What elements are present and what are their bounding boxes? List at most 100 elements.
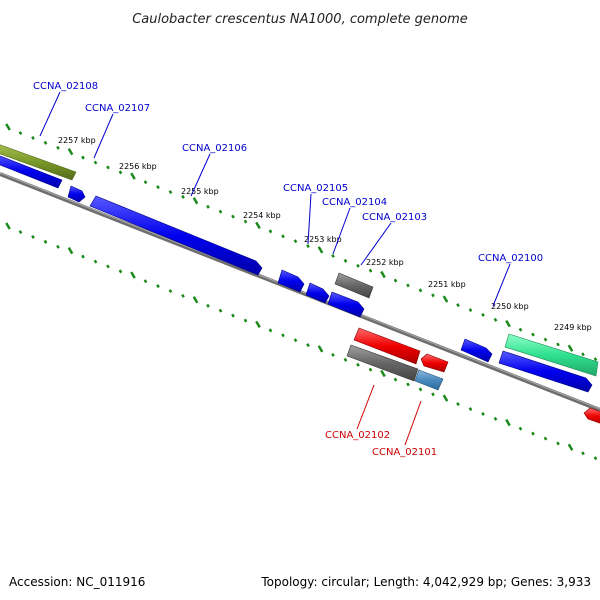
gene-labels: CCNA_02108 CCNA_02107 CCNA_02106 CCNA_02… [33,81,543,458]
gene-ccna-02104-a[interactable] [305,282,330,304]
gene-label[interactable]: CCNA_02103 [362,212,427,223]
major-tick [192,197,199,205]
gene-label[interactable]: CCNA_02107 [85,103,150,114]
gene-ccna-02101-steel[interactable] [414,369,444,391]
minor-tick [231,313,235,318]
gene-ccna-02102-red[interactable] [353,327,421,365]
minor-tick [168,289,173,293]
minor-tick [356,362,360,367]
major-tick [567,344,574,352]
tick-label: 2256 kbp [119,162,157,171]
minor-tick [418,387,423,392]
gene-ccna-02108[interactable] [0,143,77,181]
minor-tick [343,258,348,263]
minor-tick [581,352,585,357]
gene-ccna-02105[interactable] [277,269,305,293]
callout-line [332,207,351,255]
minor-tick [281,333,285,338]
minor-tick [106,165,110,170]
major-tick [317,246,324,254]
gene-ccna-02107-a[interactable] [0,154,63,189]
minor-tick [81,254,85,259]
minor-tick [593,357,598,362]
callout-line [39,91,61,137]
minor-tick [31,235,35,239]
minor-tick [243,318,248,323]
minor-tick [43,140,48,145]
minor-tick [293,239,298,244]
minor-tick [143,180,148,185]
minor-tick [206,303,210,308]
map-title: Caulobacter crescentus NA1000, complete … [132,12,468,27]
minor-tick [556,441,560,446]
gene-ccna-02102-gray[interactable] [346,344,419,382]
minor-tick [481,412,485,416]
tick-label: 2255 kbp [181,187,219,196]
minor-tick [156,284,160,289]
minor-tick [168,190,173,194]
minor-tick [306,244,310,249]
minor-tick [18,230,23,234]
minor-tick [268,229,273,234]
major-tick [67,147,74,156]
tick-label: 2253 kbp [304,235,342,244]
minor-tick [543,337,548,342]
minor-tick [181,195,185,199]
major-tick [380,270,386,279]
minor-tick [543,436,548,441]
tick-label: 2254 kbp [243,211,281,220]
minor-tick [281,234,285,239]
tick-label: 2257 kbp [58,136,96,145]
minor-tick [468,308,473,312]
minor-tick [468,407,473,411]
callout-line [356,384,375,430]
minor-tick [556,342,560,347]
major-tick [505,419,511,427]
minor-tick [231,214,235,219]
gene-ccna-02103[interactable] [334,272,374,299]
minor-tick [368,268,373,273]
minor-tick [106,264,110,269]
lower-tick-track [5,222,598,461]
gene-label[interactable]: CCNA_02106 [182,143,247,154]
major-tick [380,369,386,378]
gene-ccna-02104-b[interactable] [327,291,365,318]
minor-tick [156,185,160,190]
minor-tick [218,209,223,214]
callout-line [492,263,511,307]
major-tick [192,296,199,304]
major-tick [255,221,261,229]
minor-tick [368,367,373,372]
minor-tick [43,239,48,244]
minor-tick [268,328,273,333]
major-tick [505,320,511,328]
gene-ccna-02106[interactable] [89,195,263,276]
gene-ccna-02100-a[interactable] [460,338,493,363]
minor-tick [56,145,60,150]
major-tick [130,271,136,279]
minor-tick [118,269,123,274]
gene-ccna-02107-b[interactable] [67,185,86,203]
gene-label[interactable]: CCNA_02105 [283,183,348,194]
gene-ccna-02100-b[interactable] [504,333,599,377]
callout-line [307,193,312,245]
minor-tick [343,357,348,362]
major-tick [442,295,449,303]
callout-lines [39,91,511,446]
minor-tick [93,160,98,165]
gene-ccna-02101-red[interactable] [420,353,449,373]
minor-tick [593,456,598,461]
minor-tick [493,317,498,322]
minor-tick [531,332,535,337]
tick-label: 2249 kbp [554,323,592,332]
gene-label[interactable]: CCNA_02101 [372,447,437,458]
gene-label[interactable]: CCNA_02100 [478,253,543,264]
major-tick [567,443,574,451]
gene-label[interactable]: CCNA_02102 [325,430,390,441]
gene-label[interactable]: CCNA_02104 [322,197,387,208]
minor-tick [393,278,398,283]
minor-tick [181,294,185,298]
gene-label[interactable]: CCNA_02108 [33,81,98,92]
gene-ccna-02098[interactable] [583,407,600,425]
gene-ccna-02099[interactable] [498,350,593,393]
